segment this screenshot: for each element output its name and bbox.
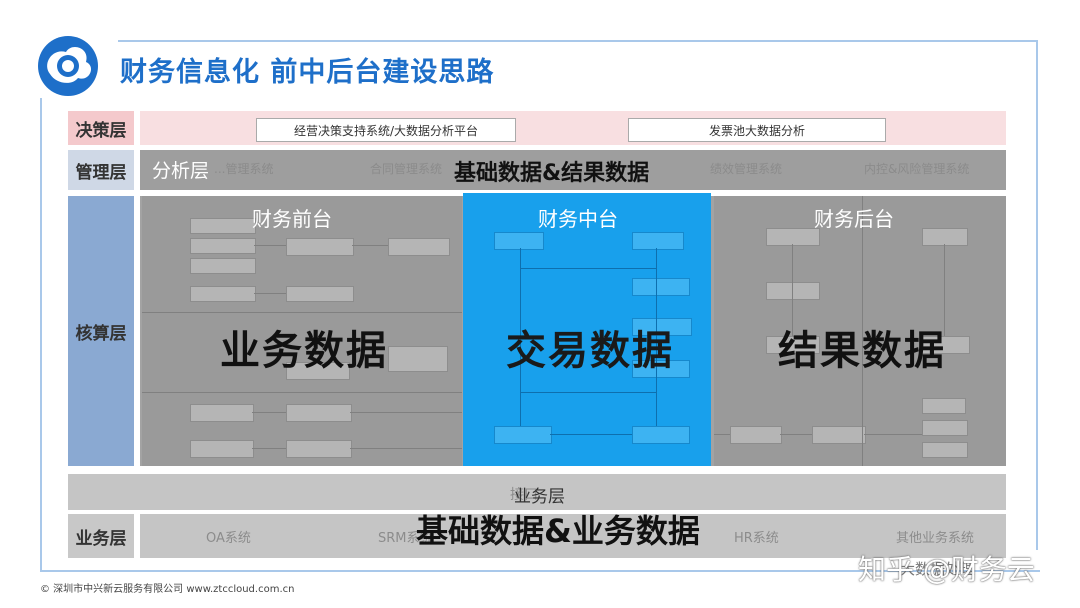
transaction-data-label: 交易数据: [506, 328, 674, 374]
business-overlay-text: 基础数据&业务数据: [416, 512, 700, 550]
flow-box: [190, 440, 254, 458]
flow-line: [350, 412, 462, 413]
business-data-label: 业务数据: [220, 328, 388, 374]
footer-copyright: © 深圳市中兴新云服务有限公司 www.ztccloud.com.cn: [40, 584, 295, 595]
layer-label-core: 核算层: [68, 196, 134, 466]
header-rule: [118, 40, 1036, 42]
flow-box: [494, 232, 544, 250]
flow-box: [766, 228, 820, 246]
interface-label: 接口: [510, 487, 538, 503]
flow-box: [730, 426, 782, 444]
flow-line: [252, 448, 286, 449]
flow-line: [520, 248, 521, 426]
flow-box: [190, 286, 256, 302]
frame-right: [1036, 40, 1038, 550]
flow-line: [780, 434, 812, 435]
biz-faint-1: OA系统: [206, 531, 251, 546]
flow-box: [632, 318, 692, 336]
flow-box: [922, 442, 968, 458]
layer-label-business: 业务层: [68, 514, 134, 558]
finance-front-title: 财务前台: [252, 207, 332, 231]
business-layer-label: 业务层: [514, 487, 565, 507]
flow-divider: [142, 392, 462, 393]
layer-label-decision: 决策层: [68, 111, 134, 145]
flow-line: [520, 268, 656, 269]
layer-label-management: 管理层: [68, 150, 134, 190]
decision-box-2: 发票池大数据分析: [628, 118, 886, 142]
flow-line: [352, 245, 388, 246]
decision-box-1: 经营决策支持系统/大数据分析平台: [256, 118, 516, 142]
flow-line: [714, 434, 730, 435]
flow-box: [632, 426, 690, 444]
flow-box: [812, 426, 866, 444]
business-systems-row: [140, 514, 1006, 558]
management-row: [140, 150, 1006, 190]
mgmt-faint-3: 绩效管理系统: [710, 162, 783, 176]
biz-faint-4: 其他业务系统: [896, 531, 975, 546]
flow-line: [944, 244, 945, 336]
flow-line: [252, 412, 286, 413]
zhihu-watermark: 知乎 @财务云: [858, 553, 1035, 586]
flow-line: [550, 434, 632, 435]
flow-box: [922, 420, 968, 436]
flow-box: [494, 426, 552, 444]
flow-box: [766, 336, 820, 354]
flow-line: [520, 392, 656, 393]
flow-box: [190, 238, 256, 254]
flow-box: [922, 228, 968, 246]
biz-faint-2: SRM系统: [378, 531, 433, 546]
flow-box: [632, 232, 684, 250]
flow-box: [190, 218, 256, 234]
flow-box: [922, 398, 966, 414]
flow-box: [190, 404, 254, 422]
result-data-label: 结果数据: [778, 328, 946, 374]
flow-box: [286, 362, 350, 380]
flow-line: [864, 434, 922, 435]
flow-box: [388, 346, 448, 372]
cloud-logo-icon: [38, 36, 98, 96]
flow-divider: [142, 312, 462, 313]
content-frame: [40, 98, 1040, 572]
flow-line: [656, 248, 657, 426]
flow-line: [792, 244, 793, 336]
flow-box: [766, 282, 820, 300]
finance-middle-title: 财务中台: [538, 207, 618, 231]
flow-line: [350, 448, 462, 449]
flow-box: [632, 278, 690, 296]
flow-box: [922, 336, 970, 354]
biz-faint-3: HR系统: [734, 531, 779, 546]
flow-divider: [862, 196, 863, 466]
flow-line: [254, 245, 286, 246]
flow-line: [254, 293, 286, 294]
management-overlay-text: 基础数据&结果数据: [454, 161, 650, 186]
analysis-layer-label: 分析层: [152, 160, 210, 182]
mgmt-faint-2: 合同管理系统: [370, 162, 443, 176]
flow-box: [632, 360, 690, 378]
flow-box: [388, 238, 450, 256]
flow-box: [286, 238, 354, 256]
watermark-subtext: 大数据处理: [900, 560, 976, 578]
flow-box: [286, 440, 352, 458]
flow-box: [190, 258, 256, 274]
finance-back-title: 财务后台: [814, 207, 894, 231]
mgmt-faint-4: 内控&风险管理系统: [864, 162, 970, 176]
flow-box: [286, 286, 354, 302]
flow-box: [286, 404, 352, 422]
business-layer-bar: [68, 474, 1006, 510]
page-title: 财务信息化 前中后台建设思路: [120, 57, 495, 88]
mgmt-faint-1: ...管理系统: [214, 162, 274, 176]
